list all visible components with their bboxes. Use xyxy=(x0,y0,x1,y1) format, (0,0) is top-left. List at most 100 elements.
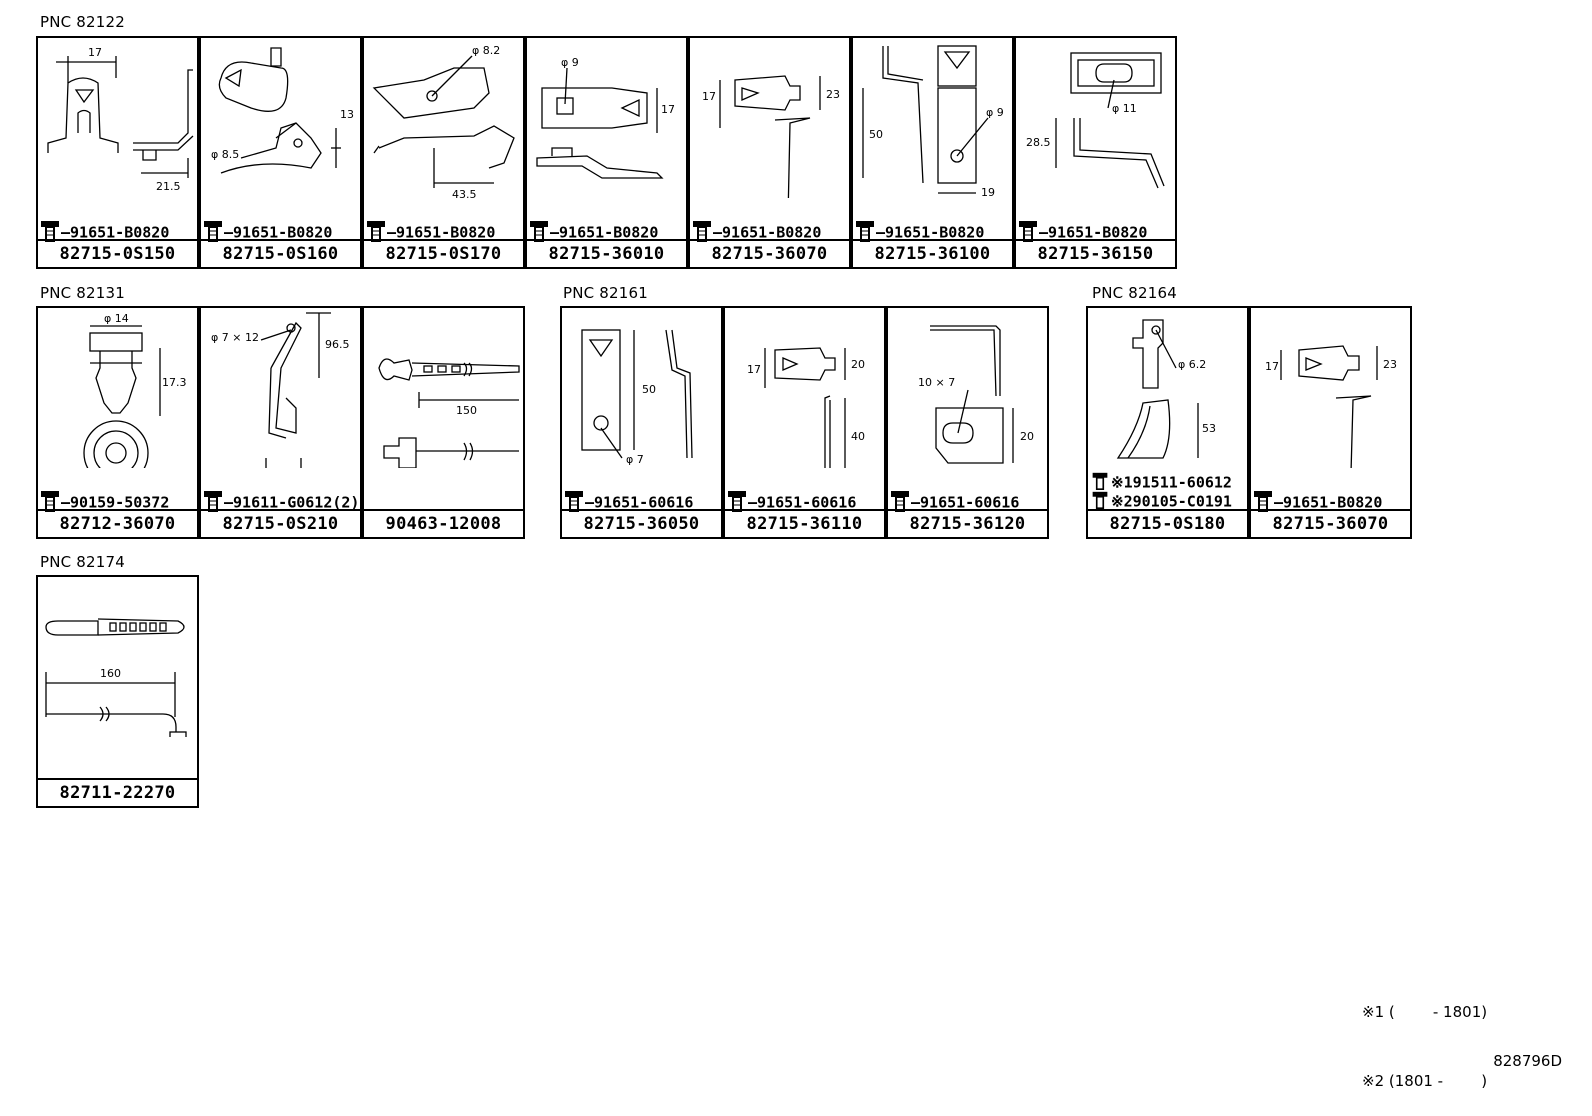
part-number: 82715-0S180 xyxy=(1088,509,1247,537)
dimension-label: 50 xyxy=(642,383,656,396)
dimension-label: 17 xyxy=(1265,360,1279,373)
part-cell[interactable]: φ 6.2 53 ※191511-60612 ※290105-C0191 827… xyxy=(1086,306,1249,539)
bolt-icon xyxy=(203,220,223,246)
part-number: 82715-36070 xyxy=(1251,509,1410,537)
part-drawing: φ 11 28.5 xyxy=(1026,52,1165,189)
dimension-label: 150 xyxy=(456,404,477,417)
dimension-label: φ 9 xyxy=(561,56,579,69)
dimension-label: 17 xyxy=(88,46,102,59)
dimension-label: 23 xyxy=(1383,358,1397,371)
part-drawing: φ 9 17 xyxy=(536,56,675,179)
part-cell[interactable]: 50 φ 9 19 —91651-B0820 82715-36100 xyxy=(851,36,1014,269)
pnc-label: PNC 82164 xyxy=(1092,284,1178,302)
part-number: 82715-0S150 xyxy=(38,239,197,267)
bolt-icon xyxy=(366,220,386,246)
bolt-part-number: —91651-60616 xyxy=(890,490,1019,516)
part-drawing: φ 7 × 12 96.5 xyxy=(211,312,350,468)
part-drawing: 50 φ 7 xyxy=(581,329,693,466)
part-number: 82715-36100 xyxy=(853,239,1012,267)
part-number: 82715-0S210 xyxy=(201,509,360,537)
part-number: 82715-0S160 xyxy=(201,239,360,267)
dimension-label: φ 14 xyxy=(104,312,129,325)
part-drawing: 150 xyxy=(378,358,520,468)
part-cell[interactable]: 50 φ 7 —91651-60616 82715-36050 xyxy=(560,306,723,539)
bolt-part-number: —91651-B0820 xyxy=(40,220,169,246)
bolt-icon xyxy=(692,220,712,246)
part-number: 82715-36150 xyxy=(1016,239,1175,267)
pnc-label: PNC 82122 xyxy=(40,13,126,31)
bolt-icon xyxy=(1090,491,1110,513)
part-number: 82711-22270 xyxy=(38,778,197,806)
bolt-part-number: —91651-B0820 xyxy=(692,220,821,246)
bolt-icon xyxy=(1090,472,1110,494)
pnc-label: PNC 82161 xyxy=(563,284,649,302)
part-number: 82715-36050 xyxy=(562,509,721,537)
date-range-notes: ※1 ( - 1801) ※2 (1801 - ) xyxy=(1362,955,1487,1116)
part-number: 82712-36070 xyxy=(38,509,197,537)
note-line: ※1 ( - 1801) xyxy=(1362,1003,1488,1021)
part-cell[interactable]: φ 8.2 43.5 —91651-B0820 82715-0S170 xyxy=(362,36,525,269)
dimension-label: 20 xyxy=(851,358,865,371)
part-cell[interactable]: φ 11 28.5 —91651-B0820 82715-36150 xyxy=(1014,36,1177,269)
part-number: 82715-36070 xyxy=(690,239,849,267)
dimension-label: 21.5 xyxy=(156,180,181,193)
dimension-label: 40 xyxy=(851,430,865,443)
part-number: 82715-36010 xyxy=(527,239,686,267)
part-cell[interactable]: 17 23 —91651-B0820 82715-36070 xyxy=(1249,306,1412,539)
part-cell[interactable]: 17 23 —91651-B0820 82715-36070 xyxy=(688,36,851,269)
bolt-part-number: —91651-B0820 xyxy=(203,220,332,246)
part-drawing: 50 φ 9 19 xyxy=(862,45,1004,198)
part-drawing: 160 xyxy=(45,618,187,737)
dimension-label: 160 xyxy=(100,667,121,680)
part-cell[interactable]: 10 × 7 20 —91651-60616 82715-36120 xyxy=(886,306,1049,539)
bolt-icon xyxy=(1018,220,1038,246)
bolt-part-number: —91611-G0612(2) xyxy=(203,490,359,516)
dimension-label: φ 7 xyxy=(626,453,644,466)
bolt-icon xyxy=(890,490,910,516)
bolt-icon xyxy=(40,220,60,246)
dimension-label: 53 xyxy=(1202,422,1216,435)
part-cell[interactable]: φ 9 17 —91651-B0820 82715-36010 xyxy=(525,36,688,269)
bolt-icon xyxy=(727,490,747,516)
part-drawing: 17 20 40 xyxy=(747,347,865,468)
bolt-part-number: ※290105-C0191 xyxy=(1090,491,1232,513)
bolt-part-number: —91651-60616 xyxy=(727,490,856,516)
diagram-code: 828796D xyxy=(1493,1052,1562,1070)
part-drawing: 10 × 7 20 xyxy=(918,325,1034,464)
part-cell[interactable]: 150 90463-12008 xyxy=(362,306,525,539)
part-number: 82715-36120 xyxy=(888,509,1047,537)
part-drawing: 17 21.5 xyxy=(47,46,194,193)
part-drawing: φ 6.2 53 xyxy=(1116,319,1216,459)
part-cell[interactable]: 17 20 40 —91651-60616 82715-36110 xyxy=(723,306,886,539)
part-cell[interactable]: φ 7 × 12 96.5 —91611-G0612(2) 82715-0S21… xyxy=(199,306,362,539)
dimension-label: 43.5 xyxy=(452,188,477,198)
pnc-label: PNC 82131 xyxy=(40,284,126,302)
pnc-label: PNC 82174 xyxy=(40,553,126,571)
bolt-part-number: —91651-B0820 xyxy=(529,220,658,246)
part-drawing: φ 8.2 43.5 xyxy=(372,44,515,198)
part-cell[interactable]: 17 21.5 —91651-B0820 82715-0S150 xyxy=(36,36,199,269)
dimension-label: φ 11 xyxy=(1112,102,1137,115)
bolt-part-number: —91651-60616 xyxy=(564,490,693,516)
part-cell[interactable]: 160 82711-22270 xyxy=(36,575,199,808)
dimension-label: 17.3 xyxy=(162,376,187,389)
dimension-label: φ 6.2 xyxy=(1178,358,1206,371)
dimension-label: 17 xyxy=(702,90,716,103)
dimension-label: 20 xyxy=(1020,430,1034,443)
part-drawing: 13 φ 8.5 xyxy=(211,47,354,174)
bolt-part-number: ※191511-60612 xyxy=(1090,472,1232,494)
dimension-label: φ 8.2 xyxy=(472,44,500,57)
part-cell[interactable]: φ 14 17.3 —90159-50372 82712-36070 xyxy=(36,306,199,539)
dimension-label: 13 xyxy=(340,108,354,121)
part-drawing: φ 14 17.3 xyxy=(83,312,187,468)
dimension-label: 96.5 xyxy=(325,338,350,351)
bolt-part-number: —91651-B0820 xyxy=(366,220,495,246)
bolt-part-number: —91651-B0820 xyxy=(1253,490,1382,516)
bolt-icon xyxy=(564,490,584,516)
note-line: ※2 (1801 - ) xyxy=(1362,1072,1488,1090)
dimension-label: 23 xyxy=(826,88,840,101)
part-cell[interactable]: 13 φ 8.5 —91651-B0820 82715-0S160 xyxy=(199,36,362,269)
part-number: 82715-36110 xyxy=(725,509,884,537)
bolt-icon xyxy=(203,490,223,516)
bolt-icon xyxy=(855,220,875,246)
